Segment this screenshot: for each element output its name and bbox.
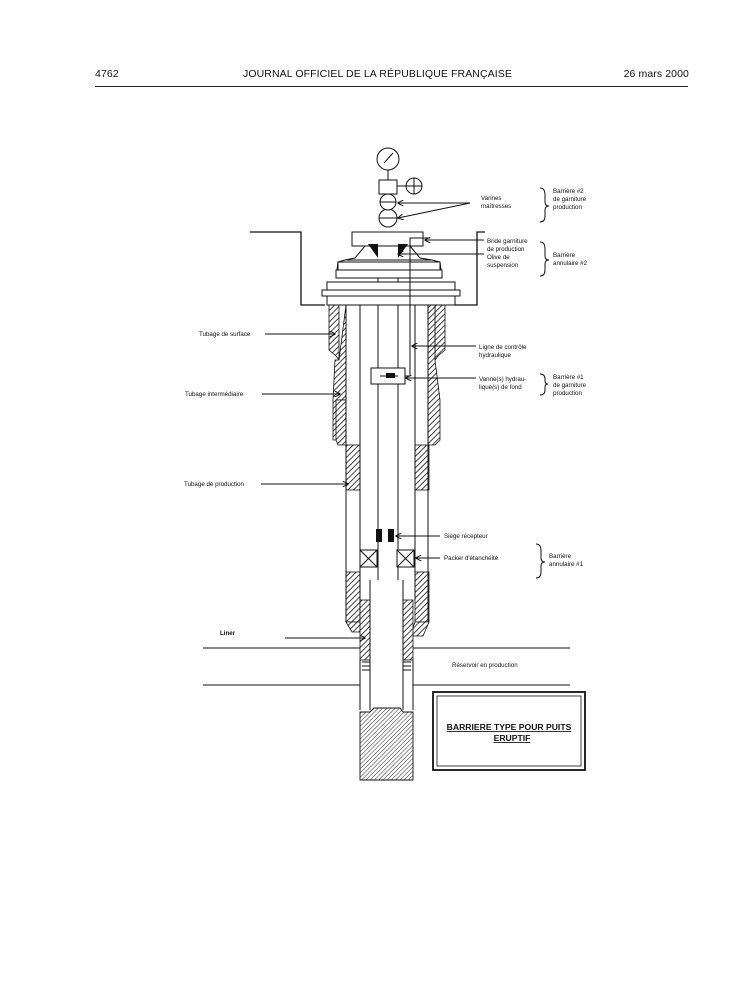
label-landing-nipple: Siège récepteur [444,533,488,540]
label-annular-barrier1-1: Barrière [549,553,572,560]
label-barrier2-prod-3: production [553,204,582,211]
barrier-braces [535,187,550,579]
label-liner: Liner [220,630,236,637]
label-barrier2-prod-1: Barrière #2 [553,188,584,195]
label-reservoir: Réservoir en production [452,662,518,669]
label-tubing-head-4: suspension [487,262,519,269]
label-tubing-head-1: Bride garniture [487,238,528,245]
reservoir-boundaries [203,647,570,686]
label-annular-barrier2-1: Barrière [553,252,576,259]
title-line-1: BARRIERE TYPE POUR PUITS [447,722,572,732]
production-casing [345,444,430,637]
intermediate-casing [332,304,441,446]
label-tubing-head-2: de production [487,246,525,253]
landing-nipple [376,529,394,542]
label-packer: Packer d'étanchéité [444,555,499,562]
header-rule [95,86,688,87]
label-tubing-head-3: Olive de [487,254,510,261]
label-master-valves-2: maîtresses [481,203,511,210]
title-line-2: ERUPTIF [494,733,531,743]
title-box: BARRIERE TYPE POUR PUITS ERUPTIF [432,691,586,771]
label-surface-casing: Tubage de surface [199,331,251,338]
label-barrier1-prod-1: Barrière #1 [553,374,584,381]
journal-title: JOURNAL OFFICIEL DE LA RÉPUBLIQUE FRANÇA… [243,68,512,80]
label-barrier1-prod-3: production [553,390,582,397]
page-number: 4762 [95,68,119,80]
wellhead [321,231,461,306]
label-control-line-1: Ligne de contrôle [479,344,527,351]
label-control-line-2: hydraulique [479,352,512,359]
label-annular-barrier1-2: annulaire #1 [549,561,584,568]
label-barrier1-prod-2: de garniture [553,382,587,389]
ground-surface [250,231,485,306]
label-annular-barrier2-2: annulaire #2 [553,260,588,267]
publication-date: 26 mars 2000 [623,68,689,80]
master-valve-icon [378,177,423,228]
label-downhole-valve-2: lique(s) de fond [479,384,522,391]
leader-arrows [261,203,484,638]
label-production-casing: Tubage de production [184,481,245,488]
downhole-safety-valve [370,367,406,385]
label-intermediate-casing: Tubage intermédiaire [185,391,244,398]
perforations [362,661,411,671]
label-master-valves-1: Vannes [481,195,502,202]
liner [359,580,414,710]
pressure-gauge-icon [376,147,400,180]
well-bottom [359,707,414,781]
label-downhole-valve-1: Vanne(s) hydrau- [479,376,526,383]
packer [359,549,415,568]
label-barrier2-prod-2: de garniture [553,196,587,203]
